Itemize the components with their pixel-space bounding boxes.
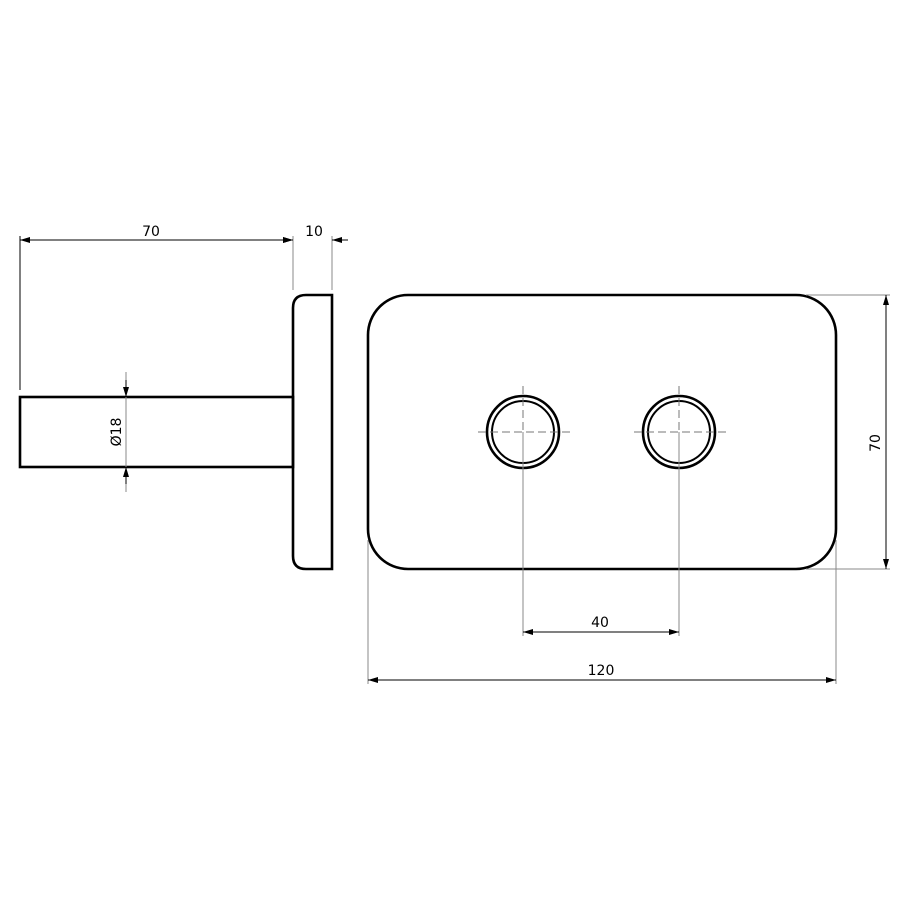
height-label: 70 <box>868 434 884 452</box>
plate-front-outline <box>366 293 838 571</box>
hole-spacing-label: 40 <box>591 615 609 631</box>
plate-side-outline <box>291 293 334 571</box>
shaft-outline <box>18 395 295 469</box>
width-label: 120 <box>588 663 615 679</box>
shaft-length-label: 70 <box>142 224 160 240</box>
shaft-diameter-label: Ø18 <box>109 418 125 447</box>
hole-right <box>634 386 726 470</box>
hole-left <box>478 386 570 470</box>
plate-thickness-label: 10 <box>305 224 323 240</box>
side-view: 70 10 Ø18 <box>18 224 348 571</box>
front-view: 70 40 120 <box>366 293 890 684</box>
